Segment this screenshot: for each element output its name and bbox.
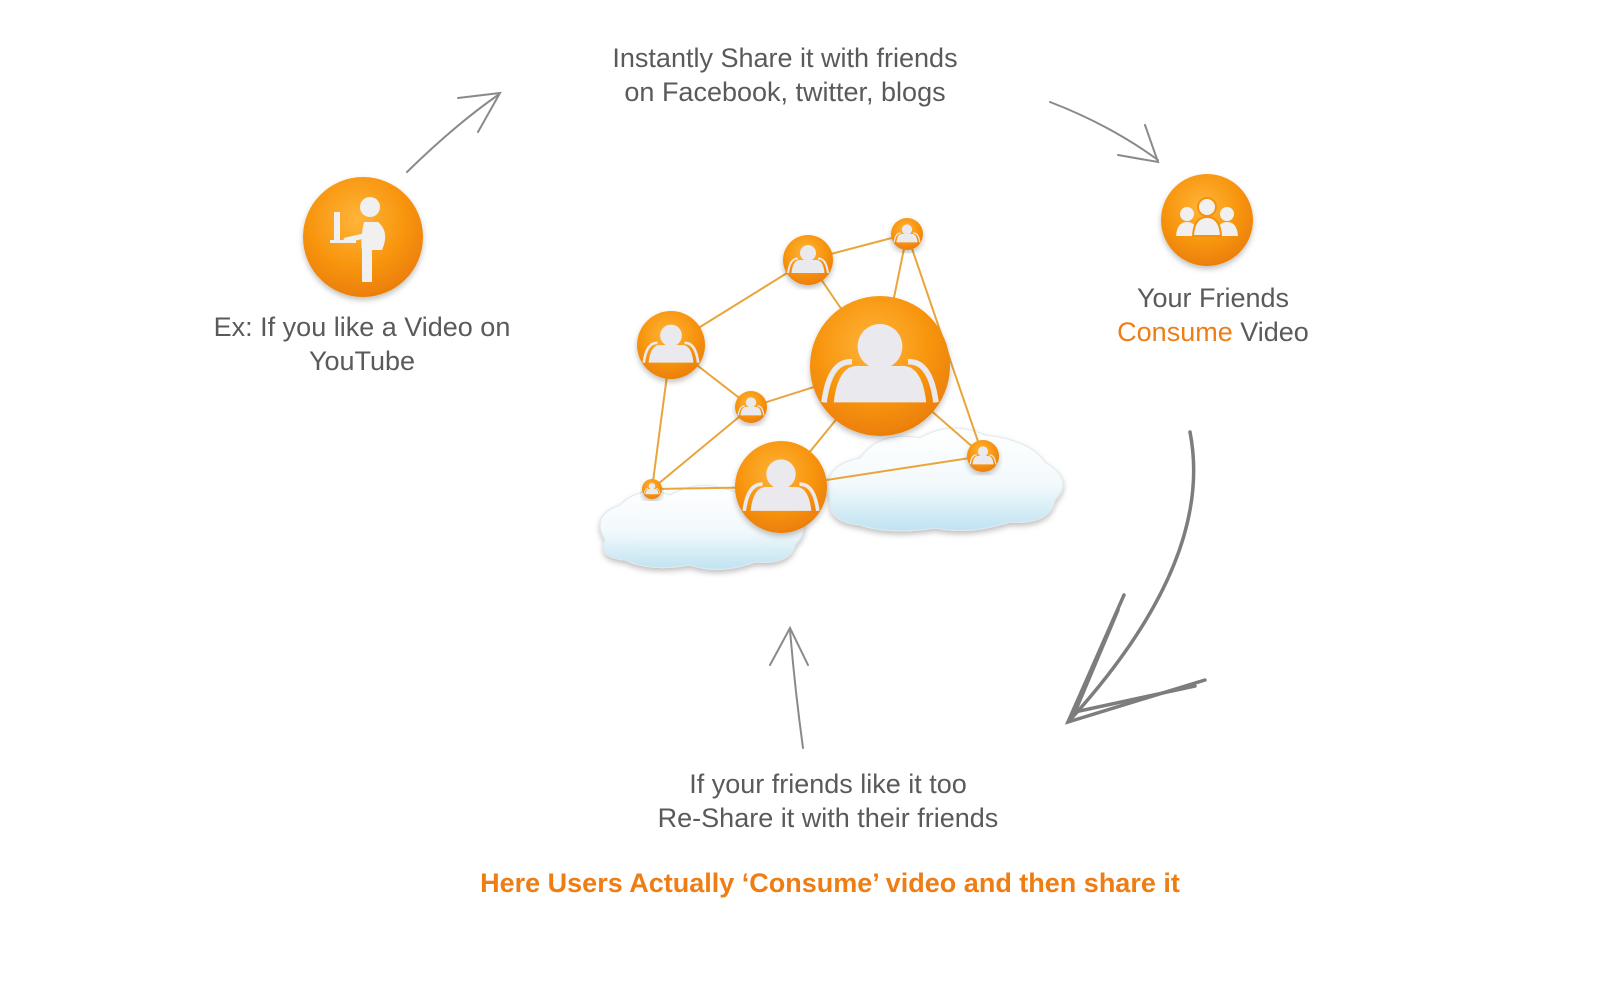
consume-rest: Video [1232,317,1309,347]
network-node [783,235,833,285]
network-node [637,311,705,379]
arrow-to-network [769,625,809,749]
person-at-computer-icon [303,177,423,297]
cloud-right [827,427,1064,532]
network-node-large [810,296,950,436]
arrow-to-friends [1049,101,1160,164]
consume-step-label: Your Friends Consume Video [1063,281,1363,349]
consume-line-1: Your Friends [1136,283,1290,313]
footer-tagline: Here Users Actually ‘Consume’ video and … [480,868,1180,898]
consume-line-2: Consume Video [1063,315,1363,349]
arrow-to-share [406,91,502,173]
network-node [735,391,767,423]
network-node [967,440,999,472]
like-step-label: Ex: If you like a Video on YouTube [162,310,562,378]
share-line-1: Instantly Share it with friends [612,43,958,73]
network-node [891,218,923,250]
share-line-2: on Facebook, twitter, blogs [624,77,946,107]
network-node [642,479,662,499]
network-node [735,441,827,533]
reshare-line-2: Re-Share it with their friends [657,803,999,833]
like-line-1: Ex: If you like a Video on [213,312,511,342]
share-step-label: Instantly Share it with friends on Faceb… [560,41,1010,109]
reshare-step-label: If your friends like it too Re-Share it … [578,767,1078,835]
consume-highlight: Consume [1117,317,1233,347]
reshare-line-1: If your friends like it too [689,769,967,799]
like-line-2: YouTube [308,346,416,376]
arrow-to-reshare [1064,430,1207,725]
group-of-friends-icon [1161,174,1253,266]
